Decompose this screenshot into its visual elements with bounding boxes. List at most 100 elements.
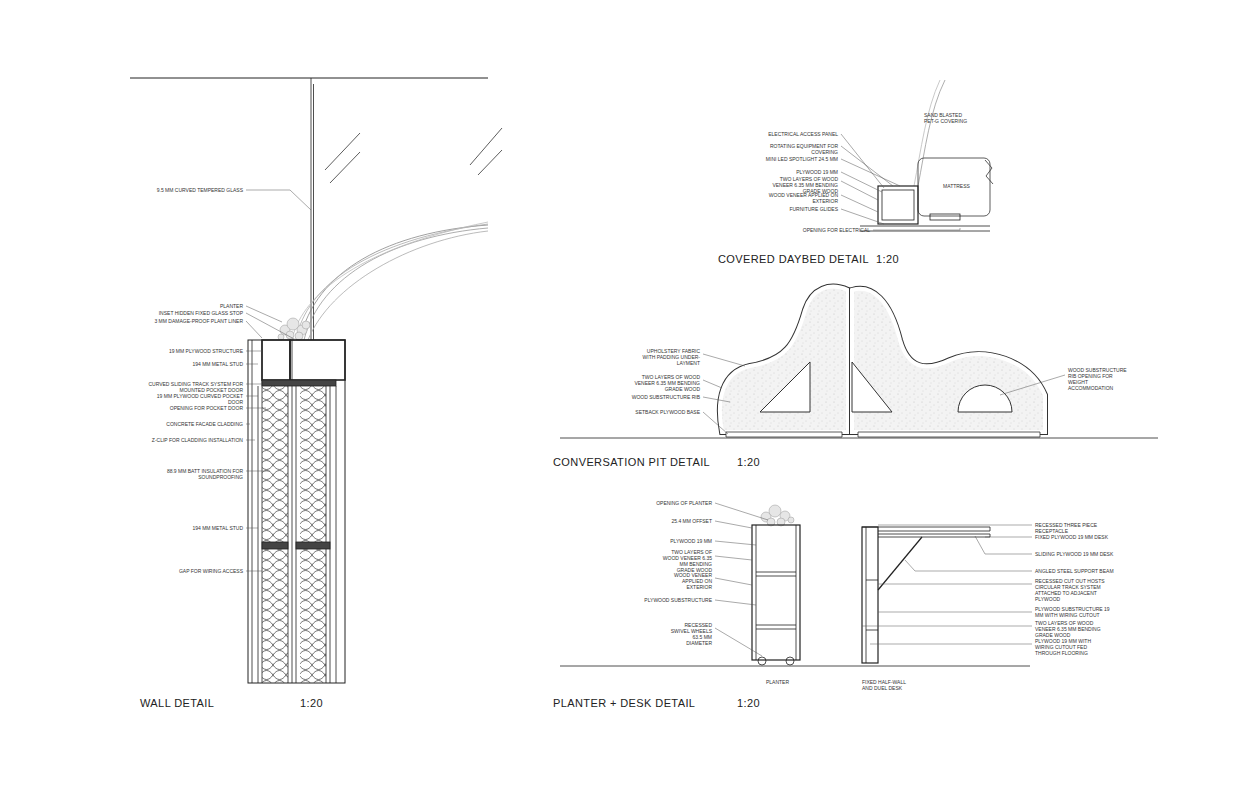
drawing-line xyxy=(715,503,1032,656)
drawing-line xyxy=(292,222,488,340)
drawing-line xyxy=(878,186,918,224)
drawing-line xyxy=(302,321,310,329)
drawing-line xyxy=(246,396,258,397)
drawing-line xyxy=(752,525,800,660)
callout-label: 88.9 MM BATT INSULATION FOR SOUNDPROOFIN… xyxy=(133,468,243,480)
drawing-line xyxy=(560,666,1030,667)
callout-label: WOOD SUBSTRUCTURE RIB OPENING FOR WEIGHT… xyxy=(1068,367,1130,391)
drawing-line xyxy=(841,134,960,230)
drawing-line xyxy=(841,172,882,192)
callout-label: UPHOLSTERY FABRIC WITH PADDING UNDER-LAY… xyxy=(638,348,700,366)
drawing-line xyxy=(252,340,336,683)
drawing-line xyxy=(296,542,330,549)
drawing-line xyxy=(248,340,345,683)
callout-label: PLYWOOD 19 MM xyxy=(642,538,712,544)
drawing-line xyxy=(769,505,781,517)
drawing-line xyxy=(761,505,794,526)
drawing-line xyxy=(918,80,945,186)
callout-label: FURNITURE GLIDES xyxy=(758,206,838,212)
drawing-line xyxy=(882,190,914,220)
drawing-line xyxy=(300,386,326,542)
drawing-line xyxy=(703,354,1065,434)
detail-title: 1:20 xyxy=(876,253,899,266)
drawing-line xyxy=(862,527,878,663)
drawing-line xyxy=(246,424,250,425)
drawing-line xyxy=(870,644,1032,645)
drawing-line xyxy=(985,160,993,184)
drawing-line xyxy=(278,318,310,340)
drawing-line xyxy=(1000,375,1065,395)
drawing-line xyxy=(756,525,796,660)
drawing-line xyxy=(246,190,311,571)
callout-label: PLYWOOD 19 MM xyxy=(758,169,838,175)
callout-label: PLYWOOD SUBSTRUCTURE xyxy=(642,597,712,603)
planter-desk-detail xyxy=(560,503,1032,666)
callout-label: WOOD VENEER APPLIED ON EXTERIOR xyxy=(758,192,838,204)
drawing-line xyxy=(296,224,488,340)
callout-label: PLANTER xyxy=(148,303,243,309)
drawing-line xyxy=(873,228,960,230)
drawing-line xyxy=(841,209,884,224)
detail-title: 1:20 xyxy=(300,697,323,710)
callout-label: MATTRESS xyxy=(943,183,983,189)
drawing-line xyxy=(760,362,892,412)
drawing-line xyxy=(862,527,990,531)
callout-label: OPENING FOR ELECTRICAL xyxy=(790,227,870,233)
drawing-line xyxy=(703,380,722,388)
drawing-line xyxy=(703,354,745,366)
drawing-line xyxy=(958,385,1012,412)
drawing-line xyxy=(262,549,288,683)
drawing-line xyxy=(560,438,1158,439)
callout-label: 9.5 MM CURVED TEMPERED GLASS xyxy=(148,187,243,193)
callout-label: GAP FOR WIRING ACCESS xyxy=(148,568,243,574)
drawing-line xyxy=(878,537,922,590)
callout-label: PLYWOOD 19 MM WITH WIRING CUTOUT FED THR… xyxy=(1035,638,1097,656)
callout-label: TWO LAYERS OF WOOD VENEER 6.35 MM BENDIN… xyxy=(758,176,838,194)
drawing-line xyxy=(290,340,345,380)
callout-label: FIXED PLYWOOD 19 MM DESK xyxy=(1035,534,1125,540)
callout-label: 19 MM PLYWOOD CURVED POCKET DOOR xyxy=(148,393,243,405)
drawing-line xyxy=(715,628,762,656)
drawing-line xyxy=(246,408,266,409)
callout-label: 25.4 MM OFFSET xyxy=(642,518,712,524)
callout-label: TWO LAYERS OF WOOD VENEER 6.35 MM BENDIN… xyxy=(1035,620,1113,638)
drawing-line xyxy=(758,657,766,665)
drawing-line xyxy=(246,440,255,441)
wall-detail xyxy=(130,78,502,683)
callout-label: ELECTRICAL ACCESS PANEL xyxy=(758,131,838,137)
callout-label: PLANTER xyxy=(766,679,806,685)
drawing-line xyxy=(262,542,288,549)
callout-label: 194 MM METAL STUD xyxy=(148,361,243,367)
callout-label: FIXED HALF-WALL AND DUEL DESK xyxy=(862,679,906,691)
detail-title: WALL DETAIL xyxy=(140,697,214,710)
callout-label: RECESSED SWIVEL WHEELS 63.5 MM DIAMETER xyxy=(667,622,712,646)
callout-label: ROTATING EQUIPMENT FOR COVERING xyxy=(758,143,838,155)
callout-label: CURVED SLIDING TRACK SYSTEM FOR MOUNTED … xyxy=(133,381,243,393)
drawing-line xyxy=(703,412,728,434)
callout-label: OPENING FOR POCKET DOOR xyxy=(148,405,243,411)
callout-label: WOOD VENEER APPLIED ON EXTERIOR xyxy=(662,572,712,590)
callout-label: PLYWOOD SUBSTRUCTURE 19 MM WITH WIRING C… xyxy=(1035,606,1113,618)
drawing-line xyxy=(262,380,336,386)
drawing-line xyxy=(715,600,756,605)
drawing-line xyxy=(905,560,1032,571)
drawing-line xyxy=(262,386,288,542)
drawing-line xyxy=(788,517,794,523)
drawing-line xyxy=(715,578,752,585)
drawing-line xyxy=(841,159,900,186)
drawing-line xyxy=(862,626,1032,627)
drawing-line xyxy=(246,313,296,340)
drawing-line xyxy=(726,432,1040,437)
conversation-pit-detail xyxy=(560,287,1158,438)
drawing-line xyxy=(756,572,796,629)
callout-label: TWO LAYERS OF WOOD VENEER 6.35 MM BENDIN… xyxy=(628,374,700,392)
drawing-line xyxy=(878,534,990,537)
detail-title: CONVERSATION PIT DETAIL xyxy=(553,456,710,469)
drawing-line xyxy=(841,134,884,188)
daybed-detail xyxy=(841,80,993,231)
drawing-line xyxy=(841,146,893,186)
drawing-line xyxy=(918,158,990,216)
drawing-line xyxy=(325,128,502,183)
drawing-line xyxy=(246,321,262,338)
